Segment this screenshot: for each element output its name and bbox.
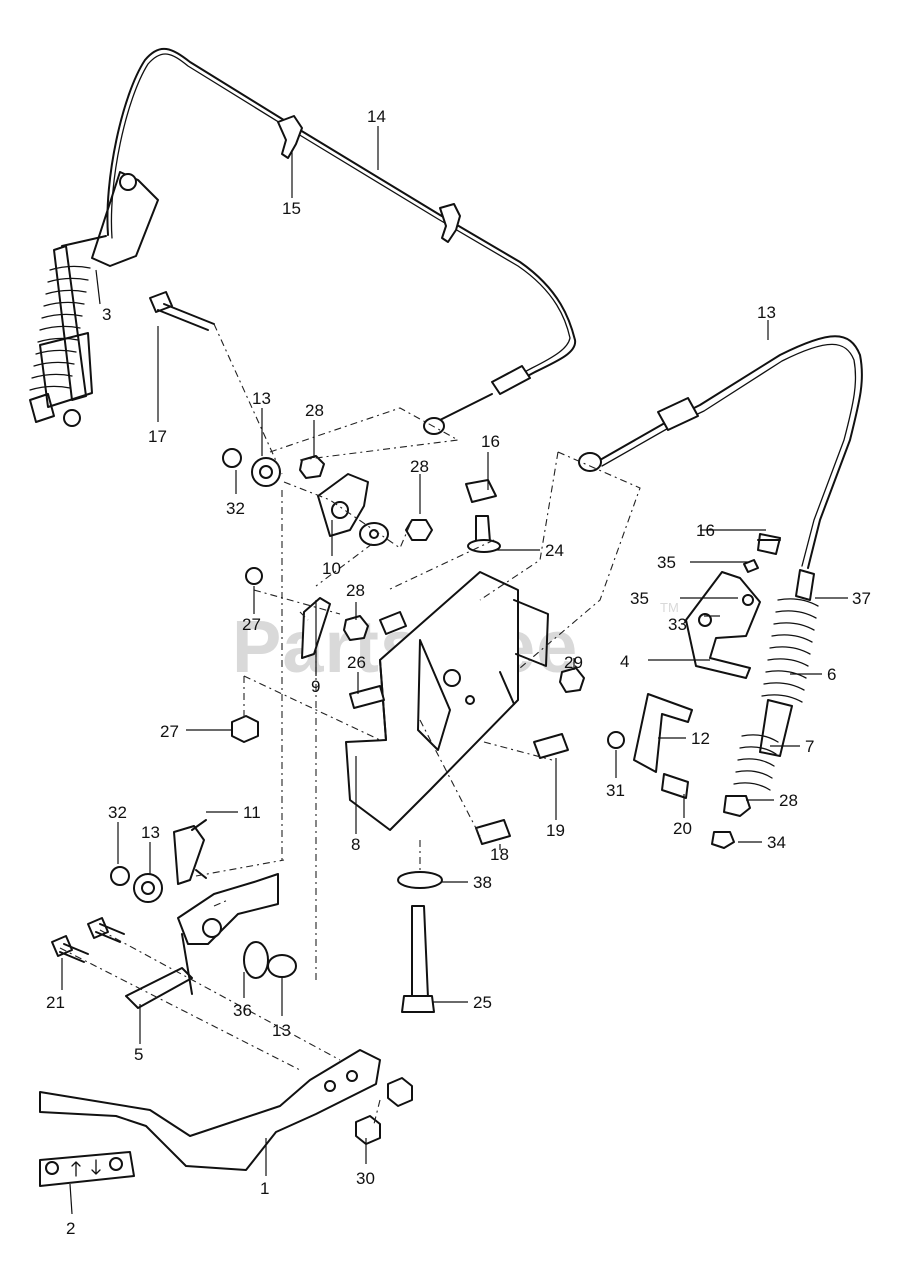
callout-28-right: 28 bbox=[779, 791, 798, 810]
main-bracket-8-drawing bbox=[345, 571, 549, 831]
callout-4: 4 bbox=[620, 652, 629, 671]
callout-10: 10 bbox=[322, 559, 341, 578]
bracket-4-drawing bbox=[685, 533, 781, 679]
callout-26: 26 bbox=[347, 653, 366, 672]
linkage-lower-drawing bbox=[51, 819, 297, 1009]
callout-28-top: 28 bbox=[305, 401, 324, 420]
callout-9: 9 bbox=[311, 677, 320, 696]
watermark-trademark: TM bbox=[660, 600, 679, 615]
hardware-upper-drawing bbox=[149, 291, 501, 553]
callout-18: 16 bbox=[696, 521, 715, 540]
callout-3: 3 bbox=[102, 305, 111, 324]
callout-8: 8 bbox=[351, 835, 360, 854]
callout-13-left: 13 bbox=[141, 823, 160, 842]
callout-leaders bbox=[61, 126, 848, 1215]
callout-12: 12 bbox=[691, 729, 710, 748]
callout-14: 16 bbox=[481, 432, 500, 451]
callout-28-center: 28 bbox=[346, 581, 365, 600]
callout-33: 33 bbox=[668, 615, 687, 634]
callout-7: 7 bbox=[805, 737, 814, 756]
callout-13-top: 13 bbox=[252, 389, 271, 408]
callout-28-mid: 28 bbox=[410, 457, 429, 476]
callout-24: 24 bbox=[545, 541, 564, 560]
callout-27-lower: 27 bbox=[160, 722, 179, 741]
callout-22: 20 bbox=[673, 819, 692, 838]
callout-31: 31 bbox=[606, 781, 625, 800]
callout-34: 34 bbox=[767, 833, 786, 852]
callout-6: 6 bbox=[827, 665, 836, 684]
callout-30: 30 bbox=[356, 1169, 375, 1188]
callout-25: 25 bbox=[473, 993, 492, 1012]
callout-32-top: 32 bbox=[226, 499, 245, 518]
spring-assembly-3-drawing bbox=[29, 171, 159, 427]
lever-1-drawing bbox=[39, 1049, 413, 1187]
cable-16-drawing bbox=[106, 48, 577, 435]
callout-1: 1 bbox=[260, 1179, 269, 1198]
callout-38: 38 bbox=[473, 873, 492, 892]
cable-15-drawing bbox=[578, 335, 863, 569]
callout-35-lower: 35 bbox=[630, 589, 649, 608]
callout-21: 19 bbox=[546, 821, 565, 840]
callout-27-upper: 27 bbox=[242, 615, 261, 634]
callout-15: 13 bbox=[757, 303, 776, 322]
callout-36: 36 bbox=[233, 1001, 252, 1020]
callout-11: 11 bbox=[243, 803, 261, 822]
callout-35-upper: 35 bbox=[657, 553, 676, 572]
callout-19: 17 bbox=[148, 427, 167, 446]
callout-17: 15 bbox=[282, 199, 301, 218]
callout-labels: 14 15 3 17 13 28 16 28 32 10 24 13 16 35… bbox=[46, 107, 871, 1238]
callout-13-lower: 13 bbox=[272, 1021, 291, 1040]
callout-2: 2 bbox=[66, 1219, 75, 1238]
callout-32-lower: 32 bbox=[108, 803, 127, 822]
callout-29: 29 bbox=[564, 653, 583, 672]
spring-6-7-drawing bbox=[711, 569, 819, 849]
callout-5: 5 bbox=[134, 1045, 143, 1064]
callout-16: 14 bbox=[367, 107, 386, 126]
callout-23: 21 bbox=[46, 993, 65, 1012]
bracket-12-drawing bbox=[607, 693, 693, 799]
callout-37: 37 bbox=[852, 589, 871, 608]
bolt-25-drawing bbox=[397, 871, 443, 1013]
assembly-dash-lines bbox=[59, 323, 641, 1125]
callout-20: 18 bbox=[490, 845, 509, 864]
